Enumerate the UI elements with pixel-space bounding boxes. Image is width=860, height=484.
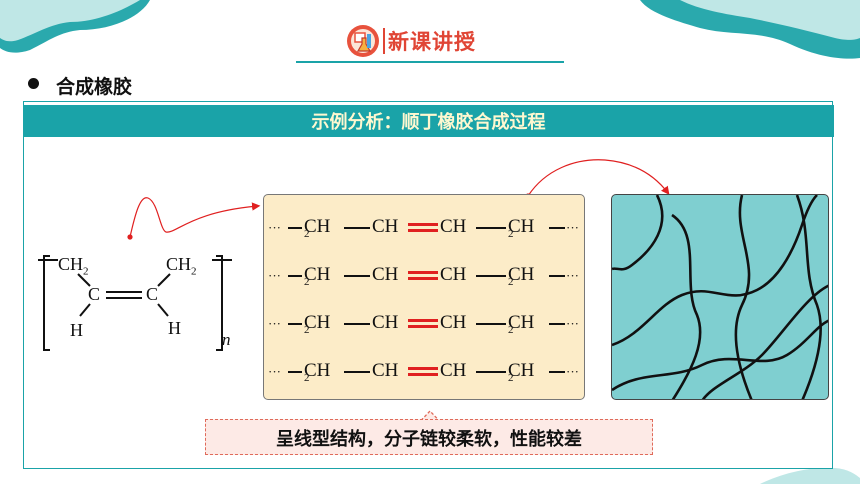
chain-network-illustration <box>611 194 829 400</box>
section-heading: 合成橡胶 <box>56 76 133 98</box>
page-title: 新课讲授 <box>388 30 476 54</box>
section-bullet <box>28 78 39 89</box>
title-divider <box>383 28 385 54</box>
hydrogen-right: H <box>168 318 181 338</box>
example-banner-text: 示例分析：顺丁橡胶合成过程 <box>311 112 546 133</box>
monomer-structure: CH2 CH2 C C H H n <box>36 244 246 359</box>
conclusion-text: 呈线型结构，分子链较柔软，性能较差 <box>276 429 582 450</box>
carbon-left: C <box>88 284 101 304</box>
repeat-n: n <box>222 330 231 349</box>
lab-flask-icon <box>346 24 380 58</box>
ch2-right: CH <box>166 254 192 274</box>
ch2-left: CH <box>58 254 84 274</box>
callout-pointer <box>420 410 440 421</box>
title-underline <box>296 61 564 63</box>
linear-chain-box <box>263 194 585 400</box>
hydrogen-left: H <box>70 320 83 340</box>
conclusion-callout <box>205 419 653 455</box>
example-banner <box>23 105 834 137</box>
carbon-right: C <box>146 284 159 304</box>
